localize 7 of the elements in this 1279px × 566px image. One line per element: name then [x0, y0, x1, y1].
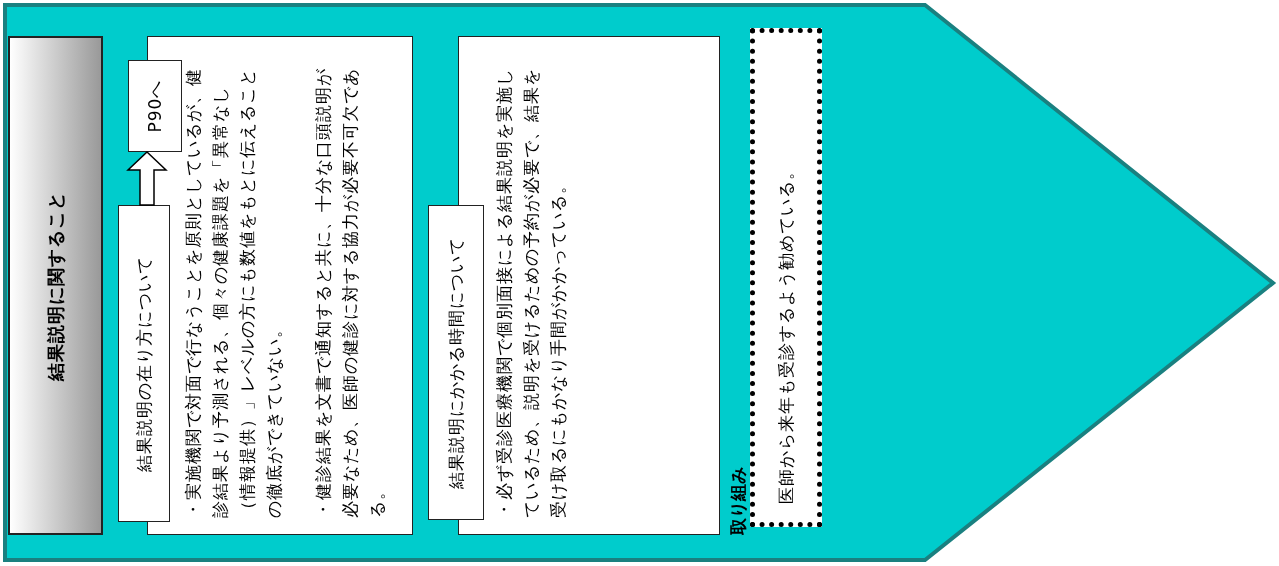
dotted-box: 医師から来年も受診するよう勧めている。 [750, 28, 822, 527]
label-box: P90へ [128, 60, 182, 152]
heading-box: 結果説明に関すること [8, 36, 103, 535]
label-box: 結果説明の在り方について [118, 205, 170, 522]
block-arrow [126, 150, 168, 206]
side-label: 取り組み [727, 467, 749, 535]
label-box: 結果説明にかかる時間について [428, 205, 484, 520]
